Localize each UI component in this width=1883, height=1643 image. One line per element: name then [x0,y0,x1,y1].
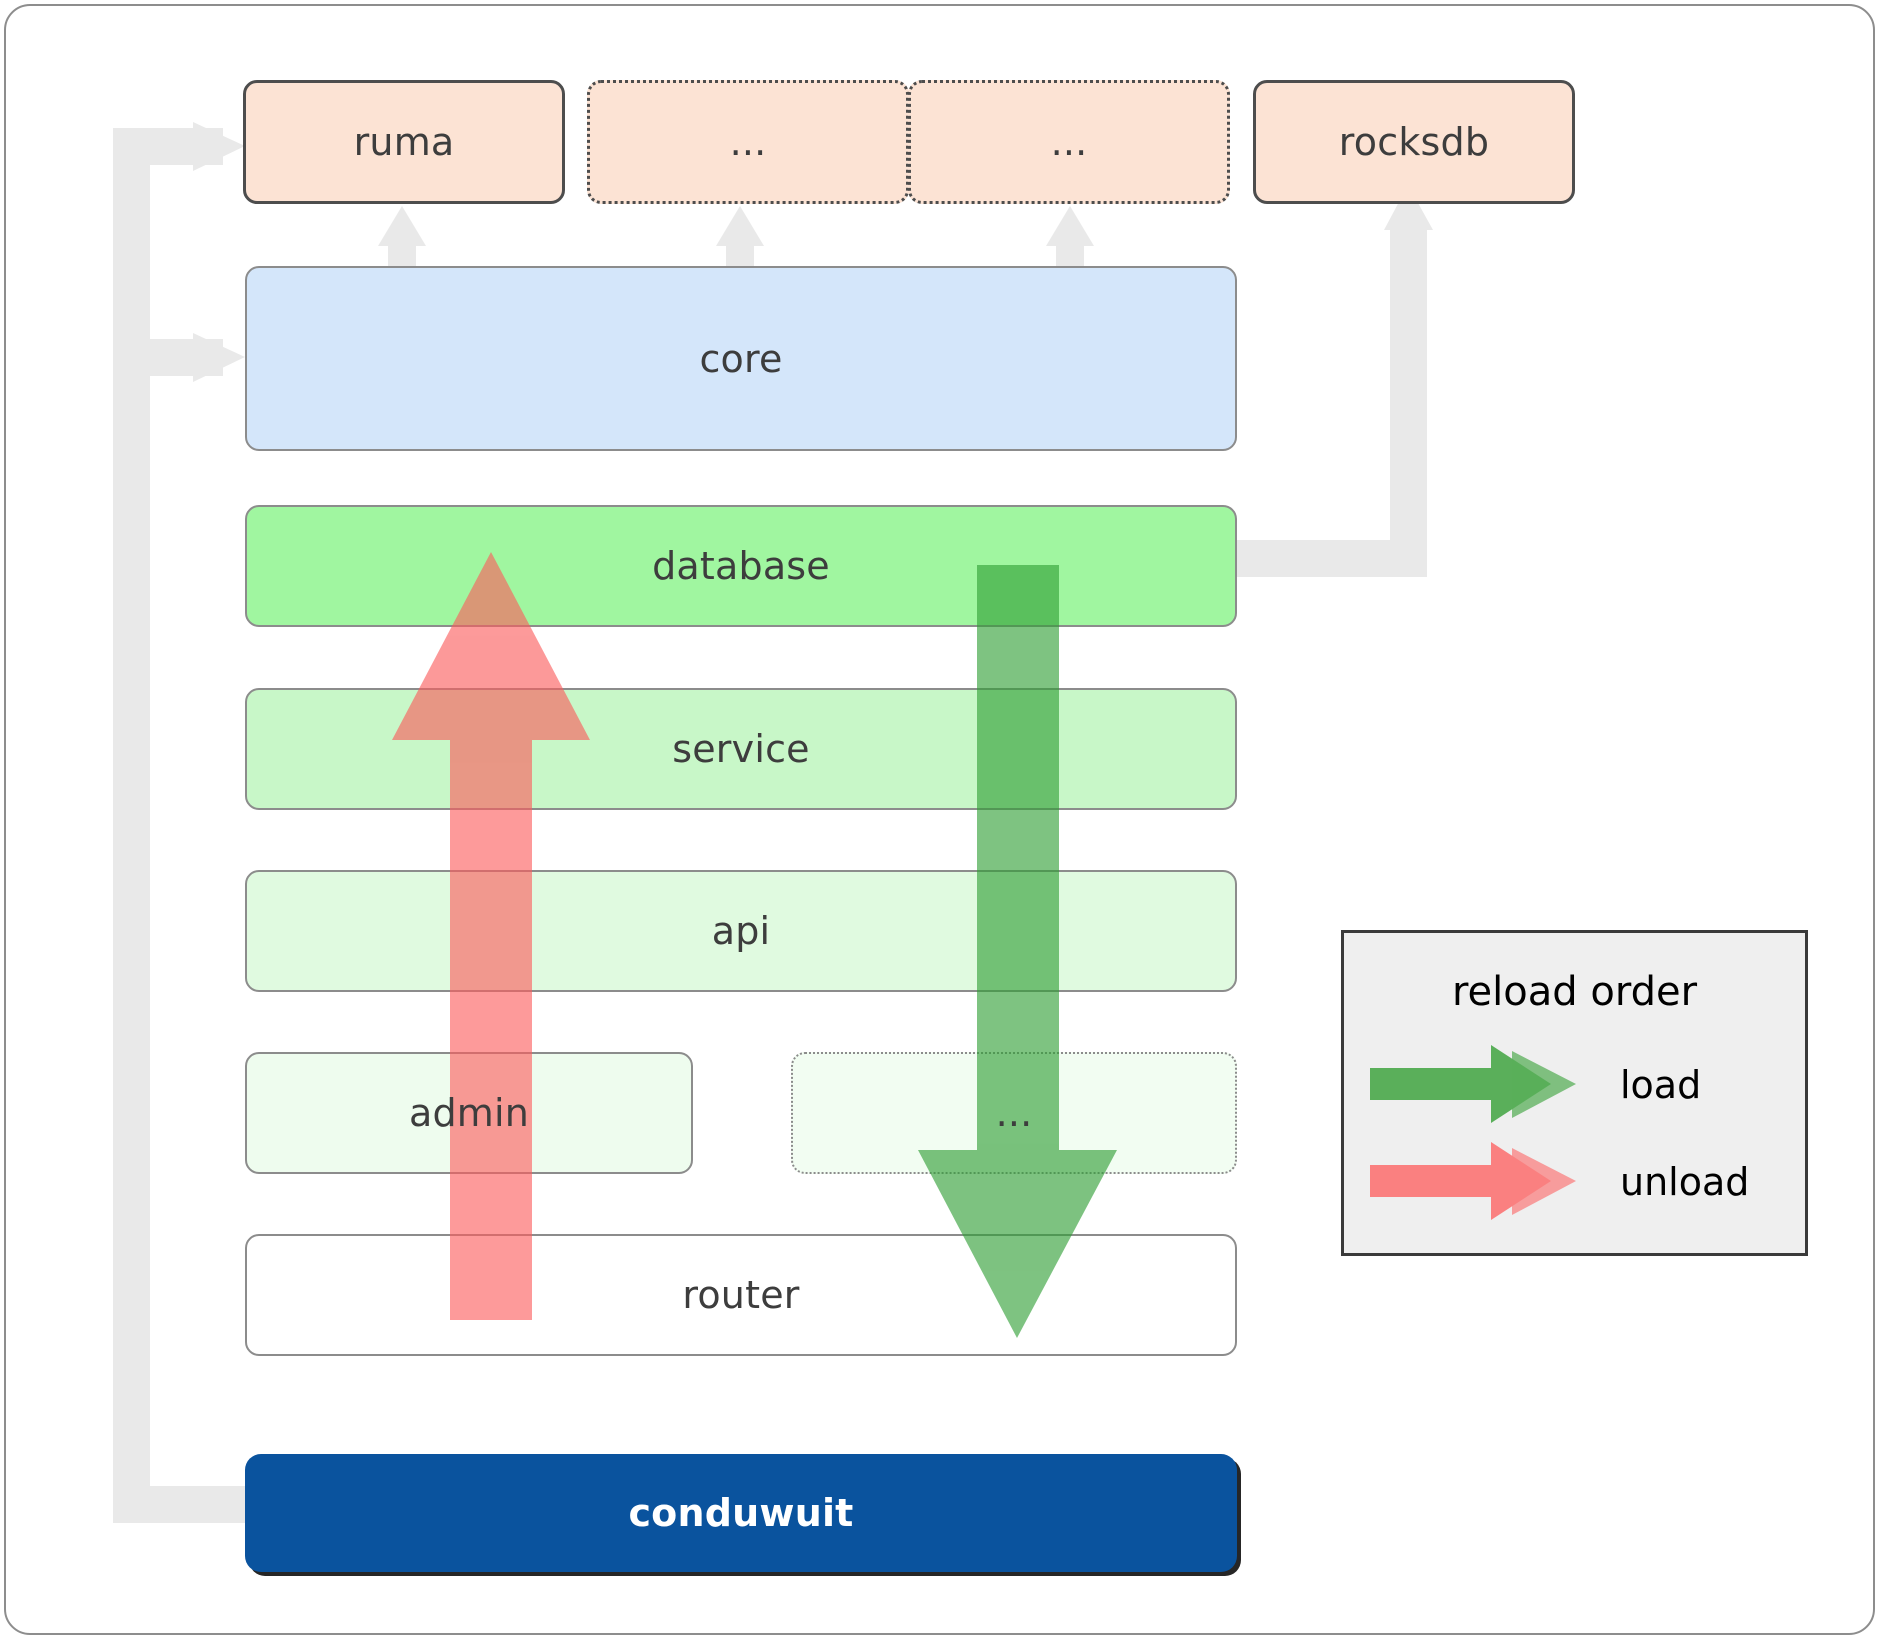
node-dependency-more-2-label: ... [1050,120,1088,164]
node-service[interactable]: service [245,688,1237,810]
node-admin-label: admin [408,1091,530,1135]
node-dependency-more-2[interactable]: ... [908,80,1230,204]
legend-unload-arrow [1370,1142,1576,1220]
legend-label-unload: unload [1620,1160,1750,1204]
node-rocksdb-label: rocksdb [1338,120,1490,164]
legend-reload-order: reload order load unload [1341,930,1808,1256]
node-api[interactable]: api [245,870,1237,992]
node-core-label: core [699,336,783,381]
node-api-label: api [711,909,771,953]
node-conduwuit[interactable]: conduwuit [245,1454,1237,1572]
node-layer-more[interactable]: ... [791,1052,1237,1174]
node-router[interactable]: router [245,1234,1237,1356]
node-conduwuit-label: conduwuit [628,1491,854,1535]
node-dependency-more-1-label: ... [729,120,767,164]
node-core[interactable]: core [245,266,1237,451]
node-rocksdb[interactable]: rocksdb [1253,80,1575,204]
node-layer-more-label: ... [995,1091,1033,1135]
node-admin[interactable]: admin [245,1052,693,1174]
node-database-label: database [652,544,830,588]
node-ruma[interactable]: ruma [243,80,565,204]
node-database[interactable]: database [245,505,1237,627]
node-router-label: router [682,1273,800,1317]
diagram-frame [4,4,1875,1635]
node-service-label: service [672,727,810,771]
legend-arrow-graphics [1370,1045,1576,1220]
legend-title: reload order [1451,969,1698,1015]
node-dependency-more-1[interactable]: ... [587,80,909,204]
node-ruma-label: ruma [353,120,455,164]
legend-load-arrow [1370,1045,1576,1123]
legend-label-load: load [1620,1063,1702,1107]
